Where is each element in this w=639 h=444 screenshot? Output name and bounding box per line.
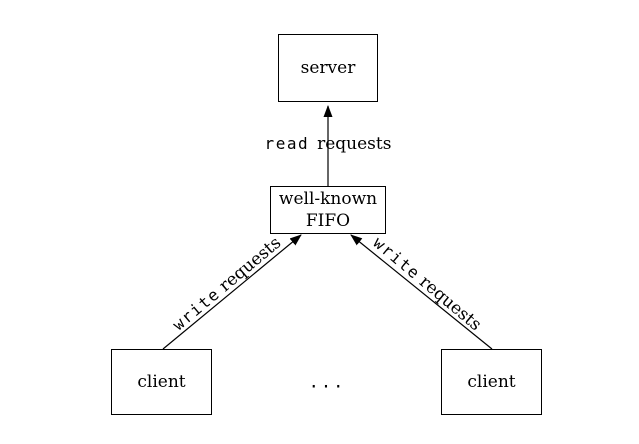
write-requests-arrow-right <box>350 234 493 350</box>
well-known-fifo-node: well-known FIFO <box>270 186 386 234</box>
client-right-node: client <box>441 349 542 415</box>
server-label: server <box>300 58 356 78</box>
read-requests-label: read requests <box>265 134 392 154</box>
write-requests-arrow-left <box>162 234 302 350</box>
clients-ellipsis: ... <box>308 372 346 393</box>
read-requests-label-serif: requests <box>317 134 392 154</box>
read-requests-label-mono: read <box>264 134 310 153</box>
fifo-label-line1: well-known <box>278 189 378 209</box>
fifo-label-line2: FIFO <box>305 211 351 231</box>
client-left-label: client <box>137 372 186 392</box>
client-right-label: client <box>467 372 516 392</box>
client-left-node: client <box>111 349 212 415</box>
server-node: server <box>278 34 378 102</box>
